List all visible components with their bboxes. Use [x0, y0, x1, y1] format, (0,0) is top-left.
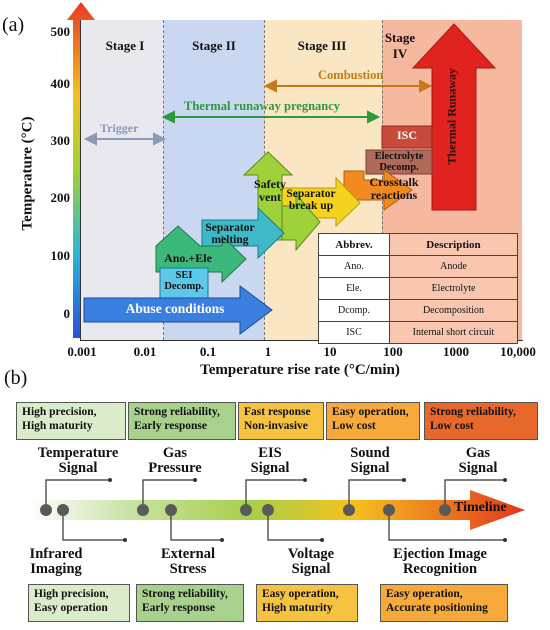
- event-shapes: [83, 23, 497, 335]
- table-cell: Anode: [389, 255, 518, 278]
- signal-temperature: Temperature Signal: [37, 445, 119, 477]
- y-tick: 200: [50, 190, 71, 205]
- table-row: Ele. Electrolyte: [318, 277, 518, 300]
- electrolyte-label: Electrolyte Decomp.: [374, 151, 424, 174]
- x-tick: 1: [264, 344, 272, 359]
- abbreviation-table: Abbrev. Description Ano. Anode Ele. Elec…: [318, 233, 518, 344]
- top-feature-box: Strong reliability, Low cost: [424, 402, 538, 440]
- x-tick: 0.01: [133, 344, 157, 359]
- abuse-conditions-arrow: [83, 285, 273, 335]
- table-cell: ISC: [318, 321, 390, 344]
- stage-1-region: [80, 20, 164, 340]
- stage-4-title: Stage IV: [384, 30, 416, 61]
- pregnancy-arrow: [161, 110, 381, 124]
- signal-gas-pressure: Gas Pressure: [148, 445, 202, 477]
- bottom-feature-box: Easy operation, High maturity: [256, 584, 358, 622]
- isc-label: ISC: [396, 128, 417, 142]
- table-cell: Ele.: [318, 277, 390, 300]
- x-tick: 0.001: [67, 344, 97, 359]
- sei-label: SEI Decomp.: [164, 270, 204, 293]
- stage-2-title: Stage II: [192, 38, 236, 53]
- x-tick: 0.1: [199, 344, 217, 359]
- y-tick: 100: [50, 248, 71, 263]
- timeline-arrow: [30, 478, 525, 542]
- safety-vent-up: [242, 151, 294, 241]
- table-row: Ano. Anode: [318, 255, 518, 278]
- bottom-feature-box: Strong reliability, Early response: [136, 584, 244, 622]
- panel-a-label: (a): [2, 14, 25, 36]
- signal-ejection-image: Ejection Image Recognition: [393, 546, 487, 578]
- bottom-feature-box: Easy operation, Accurate positioning: [380, 584, 508, 622]
- table-cell: Ano.: [318, 255, 390, 278]
- thermal-runaway-arrow: [411, 23, 497, 211]
- separator-break-label: Separator break up: [286, 188, 336, 213]
- ano-ele-label: Ano.+Ele: [164, 251, 212, 265]
- timeline-label: Timeline: [454, 500, 507, 515]
- table-cell: Electrolyte: [389, 277, 518, 300]
- table-header: Abbrev.: [318, 233, 390, 256]
- signal-external-stress: External Stress: [161, 546, 215, 578]
- top-feature-box: Easy operation, Low cost: [326, 402, 420, 440]
- pregnancy-label: Thermal runaway pregnancy: [184, 99, 341, 113]
- top-feature-box: Fast response Non-invasive: [238, 402, 324, 440]
- y-tick: 400: [50, 76, 71, 91]
- signal-voltage: Voltage Signal: [287, 546, 335, 578]
- combustion-arrow: [263, 79, 433, 93]
- y-tick: 0: [63, 306, 71, 321]
- plot-frame: [80, 20, 523, 341]
- table-header: Description: [389, 233, 518, 256]
- table-row: Dcomp. Decomposition: [318, 299, 518, 322]
- separator-melting-label: Separator melting: [205, 222, 255, 247]
- signal-gas: Gas Signal: [458, 445, 498, 477]
- table-cell: Internal short circuit: [389, 321, 518, 344]
- x-tick: 1000: [443, 344, 469, 359]
- combustion-label: Combustion: [318, 68, 384, 82]
- isc-box: [381, 125, 433, 149]
- table-cell: Decomposition: [389, 299, 518, 322]
- x-tick: 10: [323, 344, 337, 359]
- phase-arrows: [83, 79, 433, 146]
- thermal-runaway-label: Thermal Runaway: [444, 68, 459, 165]
- x-tick: 100: [383, 344, 403, 359]
- crosstalk-arrow: [343, 169, 413, 211]
- abuse-label: Abuse conditions: [125, 301, 225, 316]
- panel-b-label: (b): [4, 367, 28, 389]
- bottom-feature-box: High precision, Easy operation: [28, 584, 130, 622]
- signal-sound: Sound Signal: [350, 445, 390, 477]
- y-tick: 500: [50, 24, 71, 39]
- x-axis-label: Temperature rise rate (°C/min): [200, 362, 400, 378]
- trigger-label: Trigger: [100, 121, 139, 135]
- signal-eis: EIS Signal: [250, 445, 290, 477]
- electrolyte-box: [365, 149, 433, 175]
- table-row: ISC Internal short circuit: [318, 321, 518, 344]
- stage-divider: [163, 20, 164, 340]
- top-feature-box: High precision, High maturity: [16, 402, 126, 440]
- stage-3-title: Stage III: [297, 38, 347, 53]
- x-tick: 10,000: [500, 344, 536, 359]
- stage-1-title: Stage I: [105, 38, 145, 53]
- signal-infrared: Infrared Imaging: [29, 546, 83, 578]
- table-cell: Dcomp.: [318, 299, 390, 322]
- crosstalk-label: Crosstalk reactions: [369, 175, 419, 202]
- safety-vent-label: Safety vent: [254, 177, 286, 204]
- top-feature-box: Strong reliability, Early response: [128, 402, 236, 440]
- y-tick: 300: [50, 133, 71, 148]
- trigger-arrow: [83, 132, 167, 146]
- table-header-row: Abbrev. Description: [318, 233, 518, 256]
